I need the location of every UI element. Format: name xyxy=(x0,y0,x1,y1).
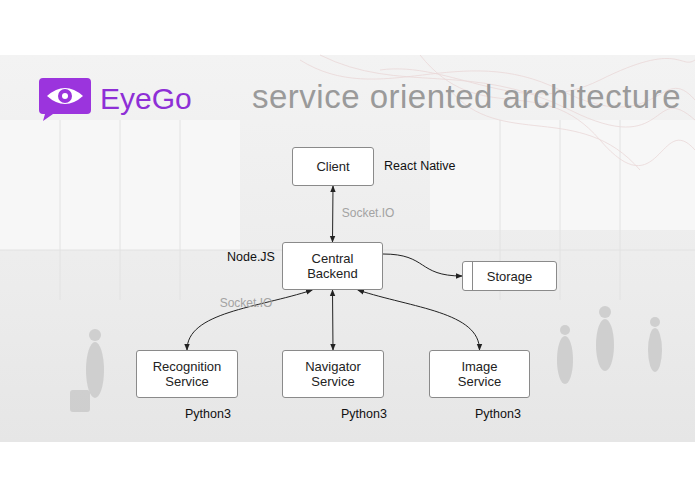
tech-label: Python3 xyxy=(185,407,231,421)
node-label: Storage xyxy=(487,269,533,284)
tech-label: React Native xyxy=(384,159,456,173)
storage-box: Storage xyxy=(462,261,557,291)
brand-name: EyeGo xyxy=(100,82,192,116)
service-box: Recognition ServicePython3 xyxy=(136,350,238,398)
tech-label: Python3 xyxy=(341,407,387,421)
node-label: Navigator Service xyxy=(295,359,371,389)
connector-arrow xyxy=(358,290,480,350)
client-box: ClientReact Native xyxy=(292,147,374,186)
connector-arrow xyxy=(332,186,334,242)
connector-arrow xyxy=(383,254,462,276)
node-label: Recognition Service xyxy=(149,359,225,389)
tech-label: Node.JS xyxy=(227,250,275,264)
connector-arrow xyxy=(332,290,334,350)
eye-logo xyxy=(37,76,93,122)
protocol-label: Socket.IO xyxy=(342,206,395,220)
node-label: Client xyxy=(316,159,349,174)
service-box: Navigator ServicePython3 xyxy=(282,350,384,398)
tech-label: Python3 xyxy=(475,407,521,421)
node-label: Image Service xyxy=(442,359,517,389)
service-box: Image ServicePython3 xyxy=(429,350,530,398)
node-label: Central Backend xyxy=(295,251,370,281)
protocol-label: Socket.IO xyxy=(220,296,273,310)
backend-box: Central BackendNode.JS xyxy=(282,242,383,290)
connector-arrow xyxy=(187,290,312,350)
storage-divider xyxy=(472,262,473,290)
diagram-title: service oriented architecture xyxy=(252,78,681,116)
